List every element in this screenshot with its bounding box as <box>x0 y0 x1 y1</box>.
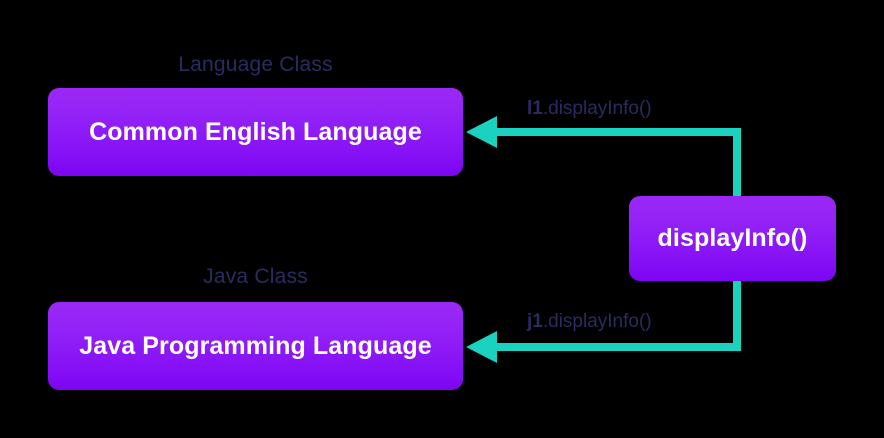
call-label-l1-method: .displayInfo() <box>542 98 652 119</box>
connector-line-l1-call <box>492 128 741 196</box>
object-box-java-programming-language-text: Java Programming Language <box>79 331 432 360</box>
object-box-common-english-language-text: Common English Language <box>89 117 422 146</box>
call-label-j1-method: .displayInfo() <box>542 311 652 332</box>
call-label-j1-display-info: j1.displayInfo() <box>527 312 652 331</box>
object-box-java-programming-language: Java Programming Language <box>48 302 463 390</box>
arrowhead-icon-l1-call <box>466 116 497 148</box>
call-label-j1-receiver: j1 <box>527 311 543 332</box>
call-label-l1-display-info: l1.displayInfo() <box>527 99 652 118</box>
arrowhead-icon-j1-call <box>466 331 497 363</box>
call-label-l1-receiver: l1 <box>527 98 543 119</box>
java-class-caption: Java Class <box>203 265 308 288</box>
method-box-display-info-text: displayInfo() <box>657 224 808 252</box>
method-box-display-info: displayInfo() <box>629 196 836 281</box>
language-class-caption: Language Class <box>178 53 333 76</box>
object-box-common-english-language: Common English Language <box>48 88 463 176</box>
